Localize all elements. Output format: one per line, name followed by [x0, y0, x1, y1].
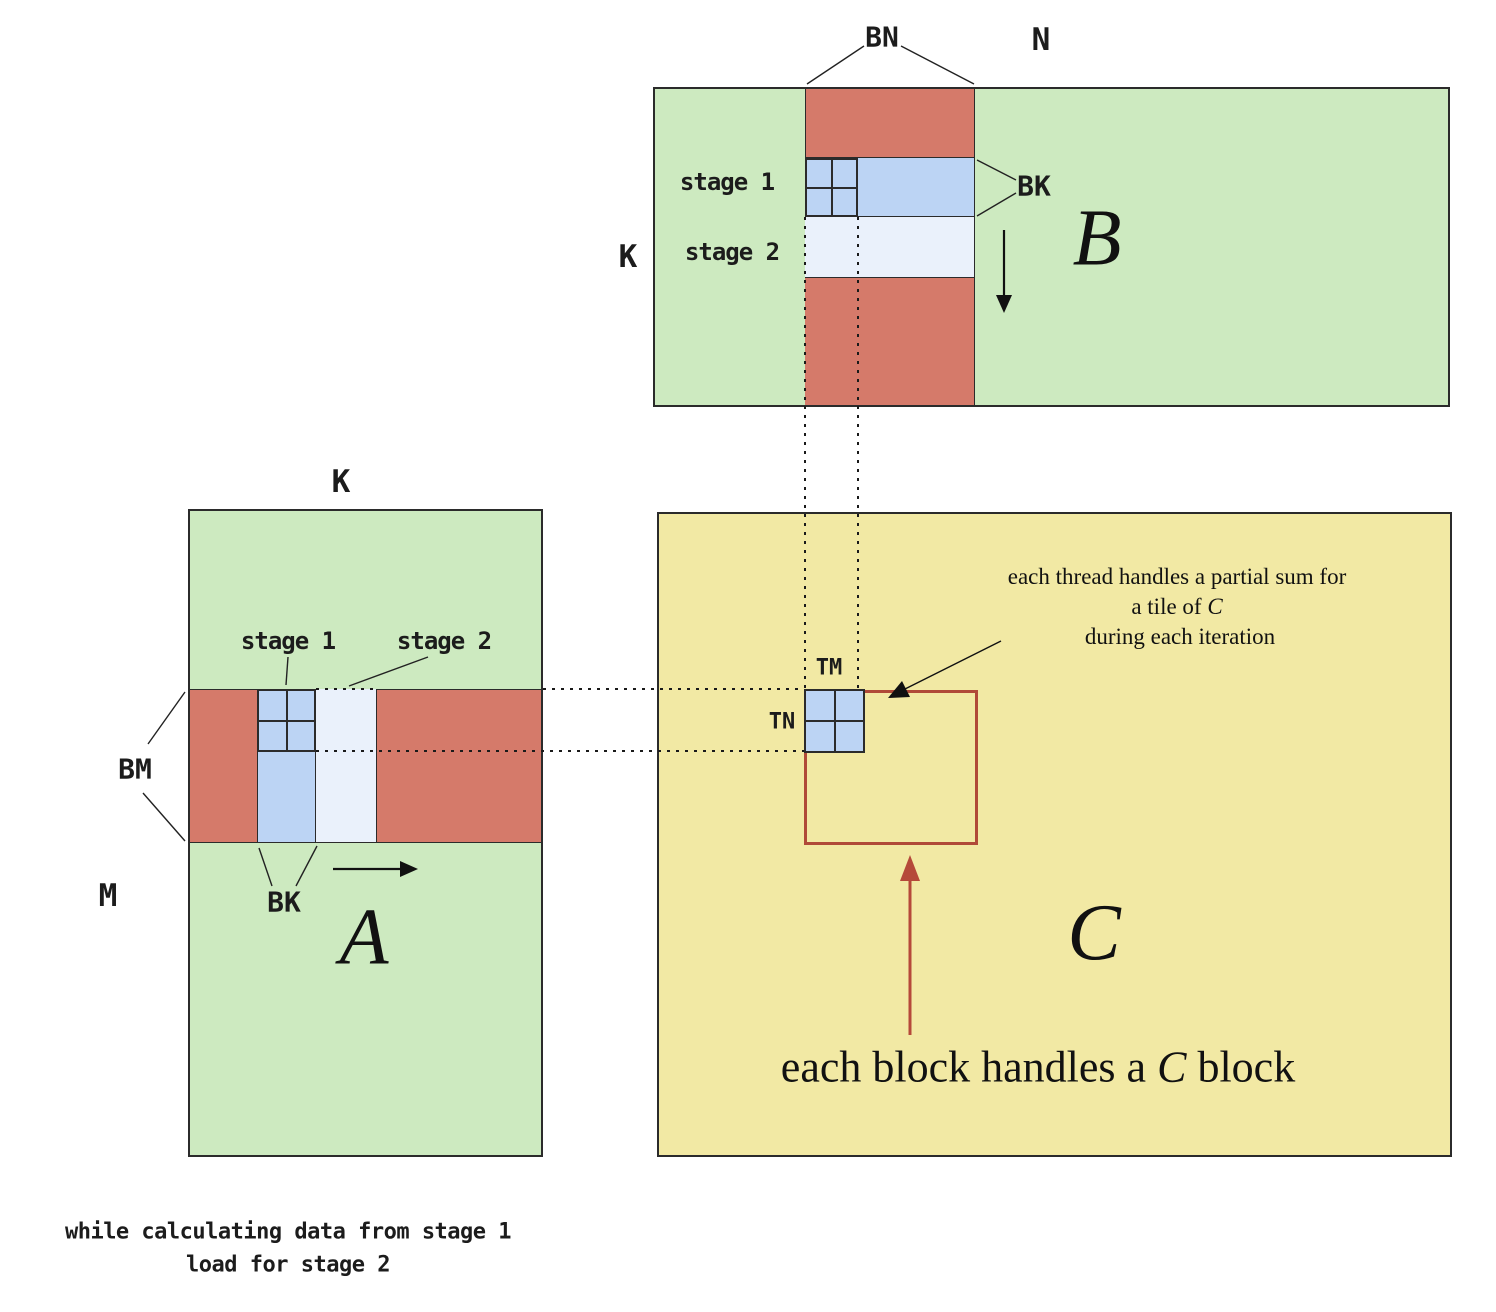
a-bm-label: BM	[118, 752, 152, 786]
matrix-b-thread-tile-grid	[805, 158, 858, 217]
matrix-a-thread-tile-grid	[257, 689, 316, 752]
block-note-var: C	[1157, 1042, 1187, 1092]
thread-note-line3: during each iteration	[1084, 624, 1276, 649]
b-bk-label: BK	[1017, 169, 1051, 203]
matrix-b-band-red-top	[805, 89, 975, 158]
b-stage2-label: stage 2	[684, 238, 780, 266]
matrix-b	[653, 87, 1450, 407]
a-stage1-label: stage 1	[240, 627, 336, 655]
matrix-a-band-red-left	[190, 689, 257, 843]
b-n-dimension-label: N	[1031, 22, 1051, 58]
matrix-b-letter: B	[1072, 194, 1122, 283]
thread-note-line2: a tile of C	[1131, 594, 1222, 620]
matrix-a-letter: A	[339, 893, 389, 982]
matrix-c	[657, 512, 1452, 1157]
matrix-b-stage2-band	[805, 217, 975, 278]
matrix-b-band-red-bottom	[805, 278, 975, 405]
block-note-suffix: block	[1186, 1042, 1296, 1092]
a-stage2-label: stage 2	[396, 627, 492, 655]
block-note: each block handles a C block	[781, 1042, 1295, 1093]
a-m-dimension-label: M	[98, 878, 118, 914]
footnote-line2: load for stage 2	[186, 1252, 390, 1278]
matrix-a-band-red-right	[377, 689, 541, 843]
thread-note-line2-var: C	[1207, 594, 1223, 619]
footnote-line1: while calculating data from stage 1	[64, 1219, 512, 1245]
matrix-c-letter: C	[1067, 889, 1121, 978]
block-note-prefix: each block handles a	[780, 1042, 1158, 1092]
thread-note-line1: each thread handles a partial sum for	[1007, 564, 1347, 589]
b-k-dimension-label: K	[618, 239, 638, 275]
b-stage1-label: stage 1	[679, 168, 775, 196]
matrix-a-stage2-column	[316, 689, 377, 843]
matrix-c-thread-tile	[804, 689, 865, 753]
c-tm-label: TM	[815, 655, 843, 681]
c-tn-label: TN	[768, 709, 796, 735]
b-bn-label: BN	[865, 20, 899, 54]
a-bk-label: BK	[267, 885, 301, 919]
thread-note-line2-prefix: a tile of	[1131, 594, 1208, 619]
a-k-dimension-label: K	[331, 464, 351, 500]
